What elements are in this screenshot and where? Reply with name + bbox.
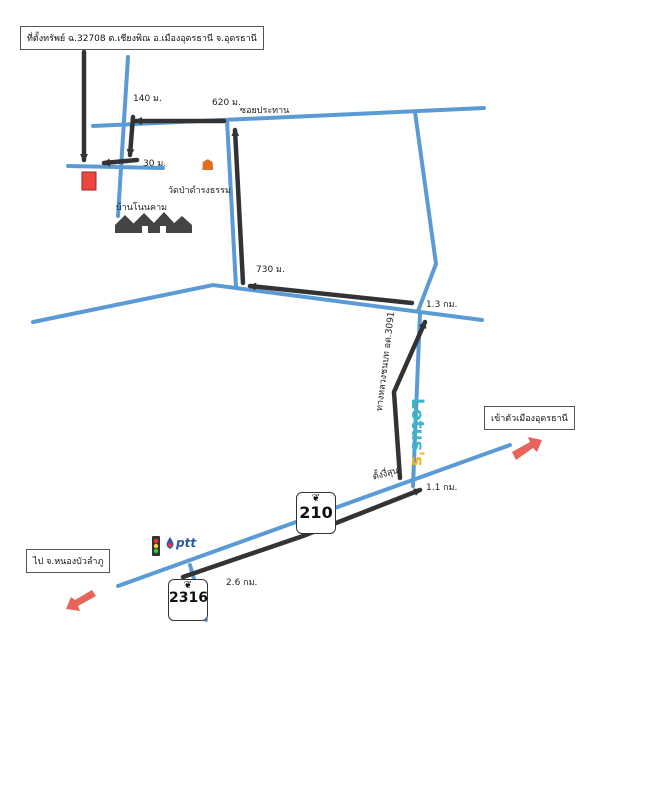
- roads: [31, 55, 512, 622]
- lotus-logo: Lotus's: [407, 398, 427, 466]
- nongbua-label: ไป จ.หนองบัวลำภู: [26, 549, 111, 573]
- distance-30: 30 ม.: [143, 159, 167, 169]
- arrow-30: [101, 157, 140, 167]
- distance-730: 730 ม.: [256, 265, 285, 275]
- road-village-vertical: [116, 55, 130, 218]
- road-3091: [411, 311, 422, 488]
- road-right-bend: [413, 110, 439, 313]
- distance-140: 140 ม.: [133, 94, 162, 104]
- village-label: บ้านโนนคาม: [116, 203, 168, 213]
- route-210-shield: ❦ 210: [296, 492, 336, 534]
- property-label: ที่ตั้งทรัพย์ ฉ.32708 ต.เชียงพิณ อ.เมือง…: [20, 26, 264, 50]
- arrow-up-vertical: [231, 127, 246, 286]
- route-2316-number: 2316: [169, 590, 208, 606]
- arrow-to-730: [247, 282, 415, 306]
- temple-icon: ☗: [201, 156, 215, 174]
- route-arrows: [80, 49, 428, 580]
- distance-1-1: 1.1 กม.: [426, 483, 458, 493]
- city-direction-arrow: [512, 437, 542, 460]
- arrow-140-down: [126, 114, 136, 158]
- lotus-text: Lotus: [407, 398, 427, 451]
- city-label: เข้าตัวเมืองอุดรธานี: [484, 406, 575, 430]
- road-lower-cross: [31, 282, 484, 324]
- village-icon: [115, 212, 192, 233]
- temple-label: วัดป่าดำรงธรรม: [168, 186, 231, 196]
- ptt-logo: ptt: [176, 536, 197, 550]
- road-vertical-middle: [225, 118, 238, 289]
- distance-1-3: 1.3 กม.: [426, 300, 458, 310]
- distance-620: 620 ม.: [212, 98, 241, 108]
- route-210-number: 210: [299, 503, 333, 522]
- distance-2-6: 2.6 กม.: [226, 578, 258, 588]
- lotus-s-text: 's: [407, 450, 427, 467]
- nongbua-direction-arrow: [66, 590, 96, 611]
- road-upper-left-short: [66, 164, 165, 170]
- arrow-2316-to-210: [180, 487, 423, 580]
- traffic-light-icon: [152, 536, 160, 556]
- route-2316-shield: ❦ 2316: [168, 579, 208, 621]
- direction-arrows: [66, 437, 542, 611]
- property-marker: [81, 171, 97, 191]
- soi-prathan-label: ซอยประทาน: [240, 106, 290, 116]
- ptt-drop-icon: [166, 537, 174, 549]
- arrow-up-3091: [391, 319, 428, 481]
